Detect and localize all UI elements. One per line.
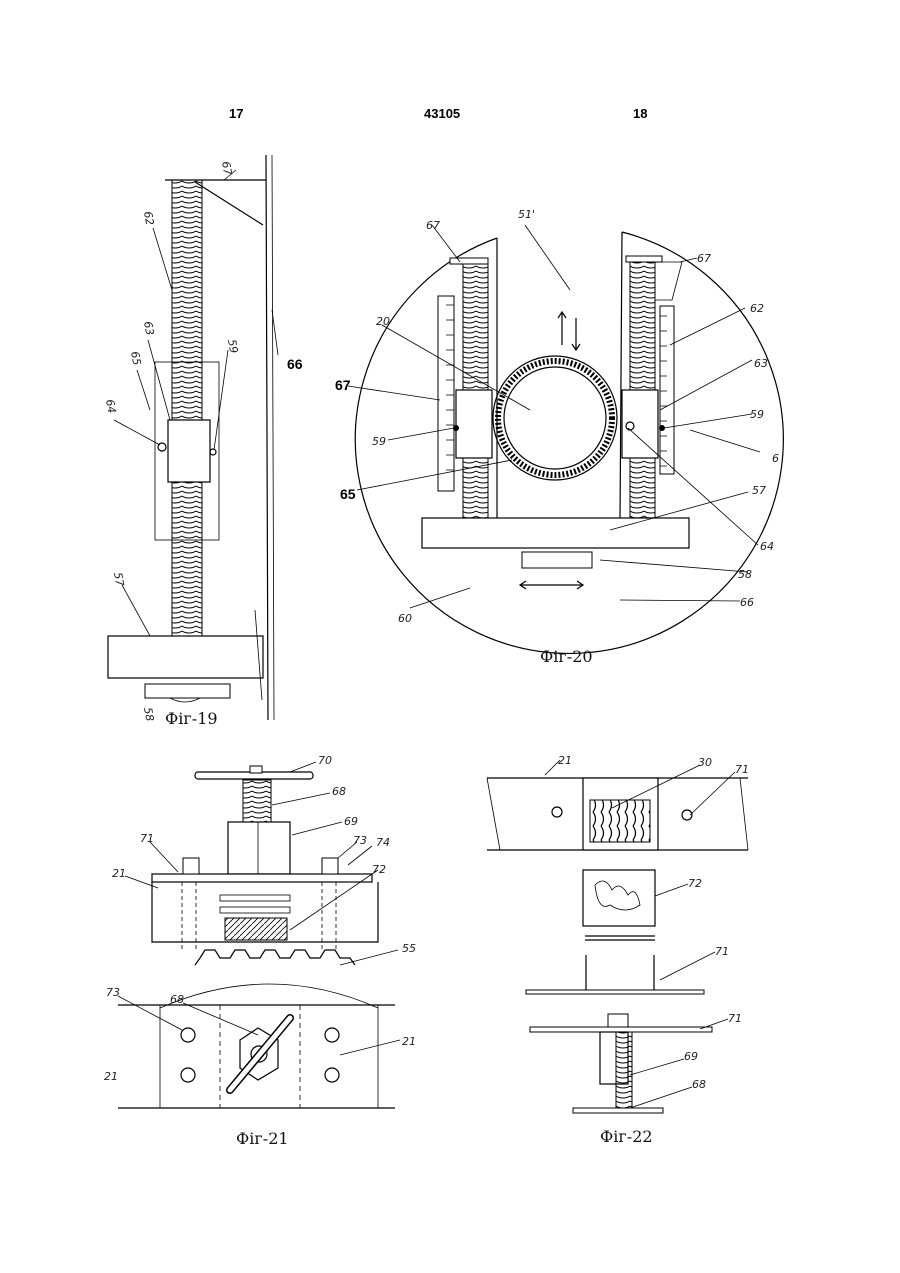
fig20-label-60: 60 (398, 612, 412, 625)
fig20-right-nut-block (622, 390, 658, 458)
fig20-label-67b: 67 (697, 252, 711, 265)
fig22-block (583, 870, 655, 926)
fig22-label-69: 69 (684, 1050, 698, 1063)
fig21-label-21a: 21 (112, 867, 126, 880)
fig21-label-69: 69 (344, 815, 358, 828)
fig20-caption: Фіг-20 (540, 647, 593, 666)
fig19-foot (145, 684, 230, 698)
fig22-screw (616, 1032, 632, 1110)
figure-20: 67 51' 67 62 20 63 67 59 59 6 65 57 64 5… (335, 208, 783, 666)
fig20-label-64: 64 (760, 540, 774, 553)
figure-22: 21 30 71 72 71 71 69 68 Фіг-22 (487, 754, 749, 1146)
fig20-label-57: 57 (752, 484, 766, 497)
fig20-label-20: 20 (376, 315, 390, 328)
fig20-outer-circle (355, 232, 783, 653)
fig22-spring (590, 800, 650, 842)
fig20-pipe-ring (498, 361, 612, 475)
fig19-label-59: 59 (225, 338, 240, 354)
fig21-label-71: 71 (140, 832, 154, 845)
fig20-label-62: 62 (750, 302, 764, 315)
fig20-label-59a: 59 (372, 435, 386, 448)
fig22-label-72: 72 (688, 877, 702, 890)
fig20-label-6: 6 (772, 452, 779, 465)
fig21-label-21b: 21 (402, 1035, 416, 1048)
fig21-label-68b: 68 (170, 993, 184, 1006)
fig20-label-51: 51' (518, 208, 535, 221)
fig19-base-beam (108, 636, 263, 678)
fig20-label-66: 66 (740, 596, 754, 609)
fig22-handwheel (573, 1108, 663, 1113)
fig20-arrow-down-icon (572, 318, 580, 350)
fig22-label-30: 30 (698, 756, 712, 769)
fig22-label-21: 21 (558, 754, 572, 767)
fig19-screw (172, 180, 202, 636)
fig20-left-nut-block (456, 390, 492, 458)
fig20-label-65: 65 (340, 486, 356, 502)
fig20-label-63: 63 (754, 357, 768, 370)
fig22-label-68: 68 (692, 1078, 706, 1091)
fig21-label-74: 74 (376, 836, 390, 849)
fig19-label-62: 62 (141, 210, 156, 226)
fig21-spring-block (225, 918, 287, 940)
fig19-caption: Фіг-19 (165, 709, 218, 728)
fig21-caption: Фіг-21 (236, 1129, 289, 1148)
fig20-base-beam (422, 518, 689, 548)
figure-21: 70 68 69 71 73 74 21 72 55 73 68 21 21 Ф… (104, 754, 416, 1148)
fig20-label-58: 58 (738, 568, 752, 581)
figure-19: 67 62 63 65 64 59 66 57 58 Фіг-19 (103, 155, 303, 728)
fig21-label-55: 55 (402, 942, 416, 955)
fig20-right-screw (630, 258, 655, 518)
fig19-label-63: 63 (141, 320, 156, 336)
fig19-wall-plate (266, 155, 268, 720)
fig20-label-67a: 67 (426, 219, 440, 232)
fig22-caption: Фіг-22 (600, 1127, 653, 1146)
fig21-nut (228, 822, 290, 874)
fig21-screw (243, 780, 271, 822)
fig19-label-58: 58 (141, 706, 156, 722)
fig20-label-59b: 59 (750, 408, 764, 421)
fig21-label-21c: 21 (104, 1070, 118, 1083)
fig22-label-71a: 71 (735, 763, 749, 776)
fig20-arrow-up-icon (558, 312, 566, 345)
fig21-gear-teeth (200, 950, 355, 965)
fig19-nut-block (168, 420, 210, 482)
fig19-label-67: 67 (219, 160, 234, 176)
fig21-label-68: 68 (332, 785, 346, 798)
fig20-foot (522, 552, 592, 568)
fig20-label-67c: 67 (335, 377, 351, 393)
fig21-label-73b: 73 (106, 986, 120, 999)
fig19-label-57: 57 (111, 571, 126, 587)
fig21-label-70: 70 (318, 754, 332, 767)
fig19-label-66: 66 (287, 356, 303, 372)
fig19-label-64: 64 (103, 398, 118, 414)
fig19-label-65: 65 (128, 350, 143, 366)
fig20-horizontal-arrow-icon (520, 581, 583, 589)
fig21-label-72: 72 (372, 863, 386, 876)
fig21-label-73: 73 (353, 834, 367, 847)
fig20-left-scale (438, 296, 454, 491)
fig22-label-71c: 71 (728, 1012, 742, 1025)
fig22-label-71b: 71 (715, 945, 729, 958)
